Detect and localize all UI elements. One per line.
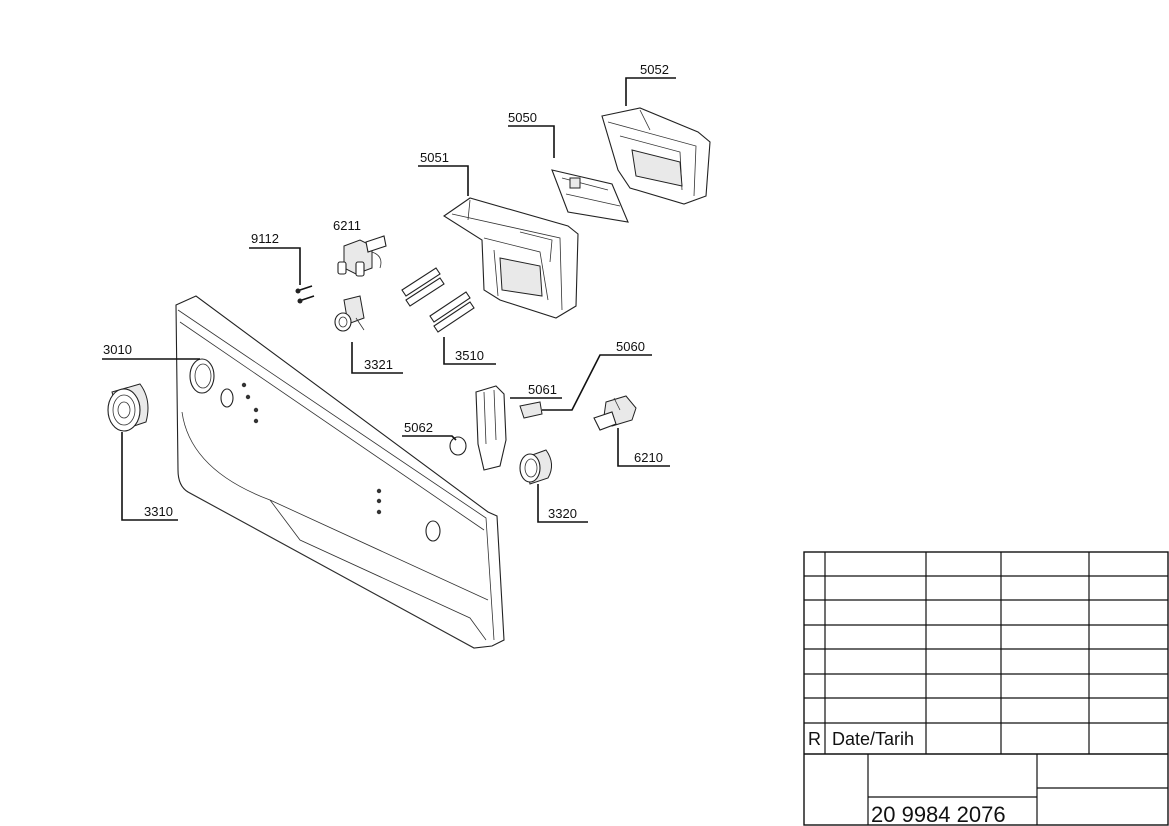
pcb-5050	[551, 169, 629, 223]
drawing-number: 20 9984 2076	[871, 802, 1006, 826]
switch-6210	[593, 395, 637, 431]
title-block: R Date/Tarih 20 9984 2076	[803, 551, 1169, 826]
label-5050: 5050	[508, 110, 537, 125]
selector-3321	[334, 295, 365, 332]
label-5051: 5051	[420, 150, 449, 165]
label-9112: 9112	[251, 231, 279, 246]
label-5052: 5052	[640, 62, 669, 77]
label-3510: 3510	[455, 348, 484, 363]
label-5061: 5061	[528, 382, 557, 397]
part-number-labels: 5052 5050 5051 6211 9112 3010 3321 3510 …	[103, 62, 669, 521]
label-3310: 3310	[144, 504, 173, 519]
screws-9112	[295, 285, 315, 304]
label-5060: 5060	[616, 339, 645, 354]
bracket-assembly	[449, 385, 543, 471]
label-6210: 6210	[634, 450, 663, 465]
frame-5051	[443, 197, 579, 319]
label-3320: 3320	[548, 506, 577, 521]
label-6211: 6211	[333, 218, 361, 233]
valve-6211	[337, 235, 387, 277]
rods-3510	[401, 267, 475, 333]
date-label: Date/Tarih	[832, 729, 914, 749]
knob-3320	[519, 449, 552, 485]
label-3010: 3010	[103, 342, 132, 357]
label-3321: 3321	[364, 357, 393, 372]
housing-5052	[601, 107, 711, 205]
revision-letter: R	[808, 729, 821, 749]
knob-3310	[107, 383, 149, 432]
label-5062: 5062	[404, 420, 433, 435]
leader-lines	[102, 77, 676, 523]
control-panel	[175, 295, 505, 649]
